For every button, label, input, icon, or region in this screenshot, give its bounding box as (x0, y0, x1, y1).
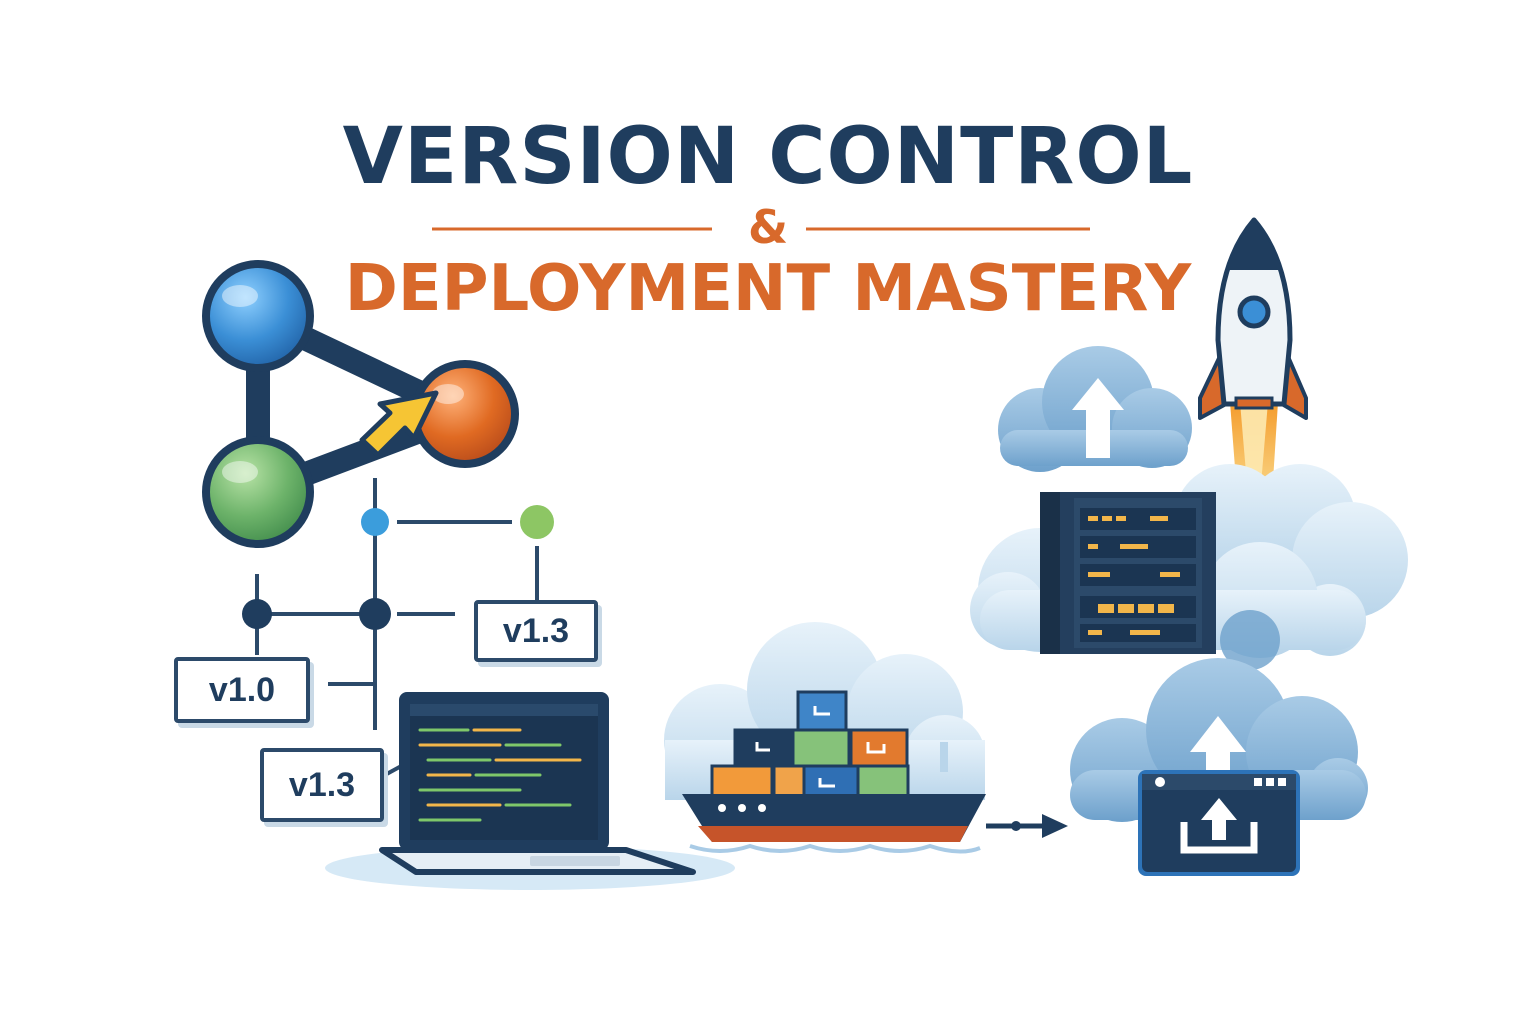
title-ampersand: & (747, 200, 789, 254)
commit-node-center (359, 598, 391, 630)
title-line2: DEPLOYMENT MASTERY (344, 252, 1192, 326)
version-tag-v1-3-left: v1.3 (260, 748, 384, 822)
server-rack-icon (1040, 492, 1216, 654)
version-tag-v1-0: v1.0 (174, 657, 310, 723)
rocket-icon (1198, 217, 1308, 560)
title-line1: VERSION CONTROL (342, 112, 1194, 202)
blue-node-icon (202, 260, 314, 372)
deploy-cloud-cluster (1070, 658, 1368, 876)
git-branch-icon (202, 260, 519, 548)
merge-arrow-icon (359, 390, 439, 458)
cloud-upload-icon (998, 346, 1192, 472)
container-ship-icon (664, 622, 986, 854)
flow-arrow-icon (986, 814, 1068, 838)
version-tag-v1-3-right: v1.3 (474, 600, 598, 662)
orange-node-icon (411, 360, 519, 468)
server-cloud-cluster (970, 464, 1408, 670)
green-node-icon (202, 436, 314, 548)
deploy-window-icon (1138, 770, 1300, 876)
commit-node-left (242, 599, 272, 629)
commit-node-blue (361, 508, 389, 536)
laptop-icon (325, 692, 735, 890)
commit-node-green (520, 505, 554, 539)
upload-arrow-icon (1190, 716, 1246, 776)
